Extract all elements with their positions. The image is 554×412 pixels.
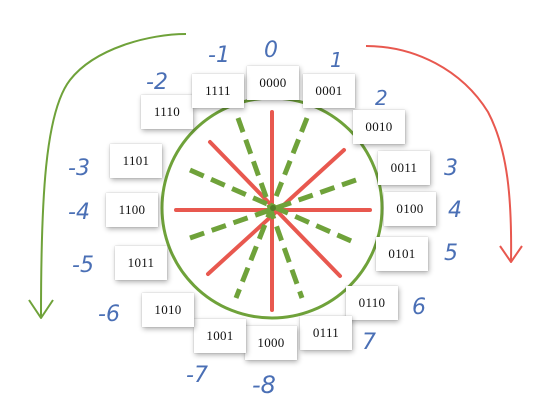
- code-box-1110: 1110: [141, 95, 193, 129]
- code-box-0011: 0011: [378, 151, 430, 185]
- code-box-0001: 0001: [303, 74, 355, 108]
- value-label-5: 5: [444, 241, 458, 266]
- value-label-minus-2: -2: [146, 70, 168, 95]
- value-label-3: 3: [444, 156, 458, 181]
- value-label-minus-8: -8: [252, 371, 276, 399]
- value-label-0: 0: [264, 38, 278, 63]
- green-arrowhead: [28, 299, 54, 319]
- red-arrowhead: [499, 245, 523, 263]
- value-label-minus-4: -4: [68, 200, 90, 225]
- value-label-minus-3: -3: [68, 156, 90, 181]
- value-label-1: 1: [330, 48, 343, 72]
- code-box-0111: 0111: [300, 316, 352, 350]
- red-arrow: [365, 45, 513, 263]
- value-label-minus-1: -1: [208, 43, 230, 68]
- code-box-0101: 0101: [376, 237, 428, 271]
- value-label-6: 6: [412, 295, 426, 320]
- value-label-7: 7: [362, 330, 376, 355]
- code-box-1111: 1111: [192, 74, 244, 108]
- code-box-0110: 0110: [346, 286, 398, 320]
- code-box-1000: 1000: [245, 326, 297, 360]
- center-dot: [270, 205, 276, 211]
- code-box-1100: 1100: [106, 193, 158, 227]
- value-label-minus-6: -6: [98, 302, 120, 327]
- red-spoke-diagonal-b: [206, 148, 346, 276]
- code-box-1011: 1011: [115, 246, 167, 280]
- value-label-4: 4: [448, 198, 462, 223]
- code-box-1010: 1010: [142, 293, 194, 327]
- code-box-0010: 0010: [353, 110, 405, 144]
- value-label-minus-5: -5: [72, 253, 94, 278]
- value-label-2: 2: [375, 86, 388, 110]
- value-label-minus-7: -7: [186, 363, 208, 388]
- green-dashed-spoke-3: [188, 167, 360, 247]
- code-box-1101: 1101: [110, 144, 162, 178]
- code-box-0100: 0100: [384, 192, 436, 226]
- code-box-1001: 1001: [194, 319, 246, 353]
- green-dashed-spoke-4: [189, 177, 357, 241]
- code-box-0000: 0000: [247, 66, 299, 100]
- green-arrow: [40, 33, 187, 317]
